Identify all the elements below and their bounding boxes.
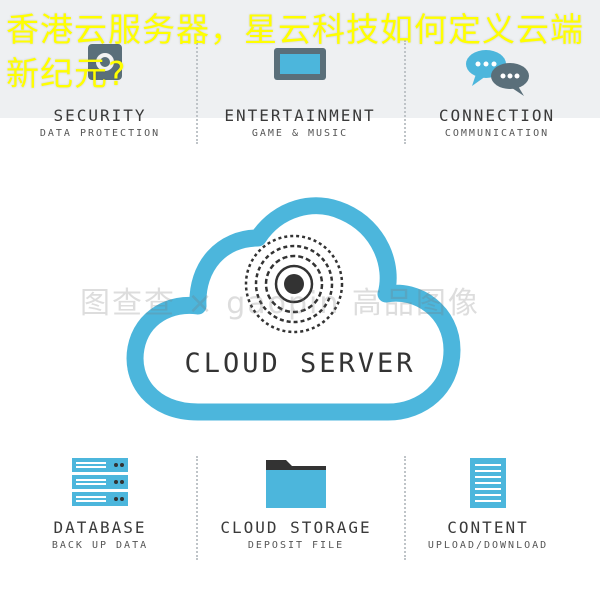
feature-subtitle: GAME & MUSIC bbox=[251, 128, 349, 139]
watermark: 图查查 × gaopin 高品图像 bbox=[80, 286, 480, 321]
overlay-title: 香港云服务器，星云科技如何定义云端新纪元? bbox=[6, 10, 584, 93]
feature-connection: CONNECTION COMMUNICATION bbox=[397, 106, 597, 139]
feature-title: CONTENT bbox=[447, 518, 529, 537]
feature-database: DATABASE BACK UP DATA bbox=[0, 518, 200, 551]
document-icon bbox=[470, 458, 506, 508]
cloud-icon bbox=[126, 197, 461, 421]
chat-bubbles-icon bbox=[466, 50, 529, 96]
divider bbox=[196, 40, 198, 144]
feature-content: CONTENT UPLOAD/DOWNLOAD bbox=[388, 518, 588, 551]
feature-title: SECURITY bbox=[53, 106, 147, 125]
divider bbox=[404, 456, 406, 560]
divider bbox=[404, 40, 406, 144]
feature-title: CONNECTION bbox=[438, 106, 556, 125]
feature-entertainment: ENTERTAINMENT GAME & MUSIC bbox=[200, 106, 400, 139]
server-rack-icon bbox=[72, 458, 128, 506]
feature-cloud-storage: CLOUD STORAGE DEPOSIT FILE bbox=[196, 518, 396, 551]
cloud-server-label: CLOUD SERVER bbox=[184, 348, 416, 379]
shield-icon bbox=[88, 44, 122, 80]
feature-subtitle: BACK UP DATA bbox=[51, 540, 149, 551]
feature-title: CLOUD STORAGE bbox=[220, 518, 372, 537]
folder-icon bbox=[266, 460, 326, 508]
feature-security: SECURITY DATA PROTECTION bbox=[0, 106, 200, 139]
divider bbox=[196, 456, 198, 560]
radar-icon bbox=[244, 234, 344, 334]
feature-subtitle: COMMUNICATION bbox=[444, 128, 550, 139]
feature-subtitle: DEPOSIT FILE bbox=[247, 540, 345, 551]
monitor-icon bbox=[274, 48, 326, 80]
feature-title: ENTERTAINMENT bbox=[224, 106, 376, 125]
feature-subtitle: DATA PROTECTION bbox=[39, 128, 161, 139]
feature-subtitle: UPLOAD/DOWNLOAD bbox=[427, 540, 549, 551]
feature-title: DATABASE bbox=[53, 518, 147, 537]
